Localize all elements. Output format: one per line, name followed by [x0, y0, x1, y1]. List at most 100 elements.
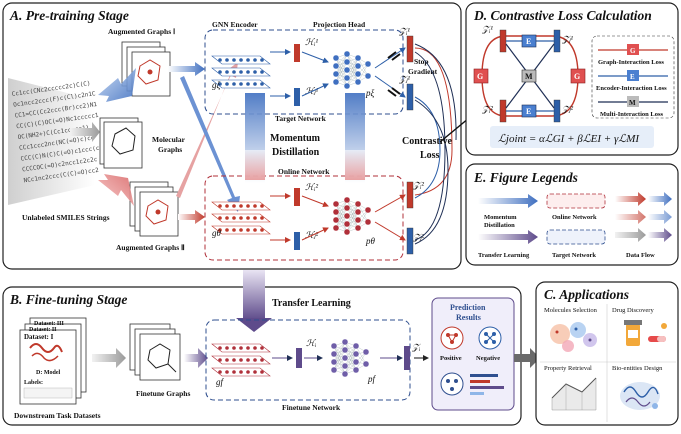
d-z-i1: 𝒵ᵢ¹	[481, 24, 493, 34]
z-i-finetune: 𝒵ᵢ	[411, 342, 421, 352]
arrow-cross-blue	[180, 76, 240, 212]
arrow-to-molecular	[70, 122, 100, 142]
d-formula: ℒjoint = αℒGI + βℒEI + γℒMI	[498, 133, 640, 145]
panel-d-title: D. Contrastive Loss Calculation	[473, 8, 652, 23]
legend-transfer: Transfer Learning	[478, 252, 530, 259]
smiles-strings: Cc1cc(CNc2ccccc2c)C(C)Oc1ncc2ccc(F)c(Cl)…	[8, 78, 110, 222]
contrastive-label: Contrastive	[402, 136, 453, 147]
legend-momentum: Momentum	[484, 214, 517, 221]
transfer-label: Transfer Learning	[272, 298, 351, 309]
target-network-label: Target Network	[275, 114, 327, 123]
stop-label: Stop	[414, 57, 429, 66]
property-retrieval-icon	[551, 377, 597, 411]
d-z-i2: 𝒵ᵢ²	[481, 104, 493, 114]
d-e-bottom: E	[526, 107, 531, 116]
panel-contrastive: D. Contrastive Loss Calculation 𝒵ᵢ¹ 𝒵ⱼ¹ …	[465, 2, 679, 156]
target-network-box	[204, 29, 404, 115]
d-g-left: G	[477, 72, 483, 81]
graphs-label: Graphs	[158, 145, 182, 154]
gradient-label: Gradient	[408, 67, 438, 76]
d-e-top: E	[526, 37, 531, 46]
z-vectors-online: 𝒵ᵢ² 𝒵ⱼ²	[374, 180, 424, 255]
legend-online: Online Network	[552, 214, 597, 221]
momentum-label: Momentum	[270, 133, 321, 144]
z-i-bot: 𝒵ᵢ²	[412, 180, 424, 190]
dataset-model: D: Model	[36, 370, 60, 376]
panel-applications: C. Applications Molecules Selection Drug…	[535, 281, 679, 426]
molecular-label: Molecular	[152, 135, 186, 144]
gnn-encoder-target	[211, 55, 271, 89]
gnn-encoder-label: GNN Encoder	[212, 20, 258, 29]
smiles-label: Unlabeled SMILES Strings	[22, 213, 110, 222]
prediction-label: Prediction	[450, 303, 486, 312]
loss-label: Loss	[420, 150, 440, 161]
d-g-right: G	[574, 72, 580, 81]
d-m: M	[525, 72, 533, 81]
z-j-bot: 𝒵ⱼ²	[412, 232, 424, 242]
p-f-label: pf	[367, 374, 377, 384]
app-mol-selection: Molecules Selection	[544, 307, 598, 314]
legend-target-box	[546, 229, 606, 245]
panel-a-title: A. Pre-training Stage	[9, 8, 129, 23]
g-f-label: gf	[216, 377, 225, 387]
legend-dataflow: Data Flow	[626, 252, 655, 259]
h-i-finetune: ℋᵢ	[306, 338, 317, 348]
results-label: Results	[456, 313, 481, 322]
smiles-backdrop	[8, 78, 95, 205]
app-drug-discovery: Drug Discovery	[612, 307, 654, 314]
legend-online-box	[546, 193, 606, 209]
aug1-label: Augmented Graphs Ⅰ	[108, 27, 175, 36]
panel-finetuning: B. Fine-tuning Stage Transfer Learning D…	[2, 270, 522, 426]
gnn-encoder-finetune	[211, 343, 271, 377]
projection-head-finetune	[330, 338, 370, 378]
legend-distillation: Distillation	[484, 222, 515, 229]
arrow-to-applications	[514, 348, 540, 368]
projection-head-online	[332, 196, 372, 236]
dataset-2: Dataset: II	[29, 327, 57, 333]
arrow-to-aug2	[98, 174, 134, 206]
arrow-aug1-encoder	[168, 62, 205, 76]
p-xi-label: pξ	[365, 88, 375, 98]
transfer-arrow-shaft	[243, 270, 265, 320]
d-z-j1: 𝒵ⱼ¹	[561, 34, 573, 44]
online-network-label: Online Network	[278, 167, 330, 176]
augmented-graphs-2: Augmented Graphs Ⅱ	[116, 181, 185, 252]
panel-pretraining: A. Pre-training Stage Cc1cc(CNc2ccccc2c)…	[2, 2, 462, 270]
arrow-graphs-network	[184, 348, 208, 368]
panel-c-title: C. Applications	[544, 287, 629, 302]
prediction-results: Prediction Results Positive Negative	[431, 297, 515, 411]
projection-head-target	[332, 50, 372, 90]
h-vectors-target: ℋᵢ¹ ℋⱼ¹	[270, 37, 329, 106]
h-i-top: ℋᵢ¹	[305, 37, 318, 47]
h-i-bot: ℋᵢ²	[305, 182, 318, 192]
panel-e-title: E. Figure Legends	[473, 170, 578, 185]
d-legend-encoder: Encoder-Interaction Loss	[596, 85, 667, 92]
drug-discovery-icon	[624, 320, 667, 346]
datasets-label: Downstream Task Datasets	[14, 411, 101, 420]
h-vectors-online: ℋᵢ² ℋⱼ²	[270, 182, 329, 250]
p-theta-label: pθ	[365, 236, 376, 246]
panel-b-title: B. Fine-tuning Stage	[9, 292, 127, 307]
panel-legends: E. Figure Legends Momentum Distillation …	[465, 163, 679, 266]
finetune-graphs-label: Finetune Graphs	[136, 389, 190, 398]
downstream-datasets: Dataset: III Dataset: II Dataset: I D: M…	[14, 317, 101, 420]
legend-momentum-arrow	[478, 194, 538, 208]
legend-transfer-arrow	[478, 230, 538, 244]
arrow-cross-red	[176, 62, 238, 198]
d-legend-e: E	[630, 73, 635, 81]
augmented-graphs-1: Augmented Graphs Ⅰ	[108, 27, 175, 97]
molecule-icon	[111, 127, 136, 155]
finetune-network-label: Finetune Network	[282, 403, 341, 412]
molecule-selection-icon	[550, 322, 597, 352]
arrow-aug2-encoder	[178, 210, 205, 224]
legend-target: Target Network	[552, 252, 596, 259]
aug2-label: Augmented Graphs Ⅱ	[116, 243, 185, 252]
dataset-1: Dataset: I	[24, 333, 54, 341]
g-xi-label: gξ	[212, 80, 221, 90]
distillation-label: Distillation	[272, 147, 320, 158]
d-legend-m: M	[629, 99, 636, 107]
arrow-to-aug1	[98, 68, 136, 102]
dataset-3: Dataset: III	[34, 321, 64, 327]
